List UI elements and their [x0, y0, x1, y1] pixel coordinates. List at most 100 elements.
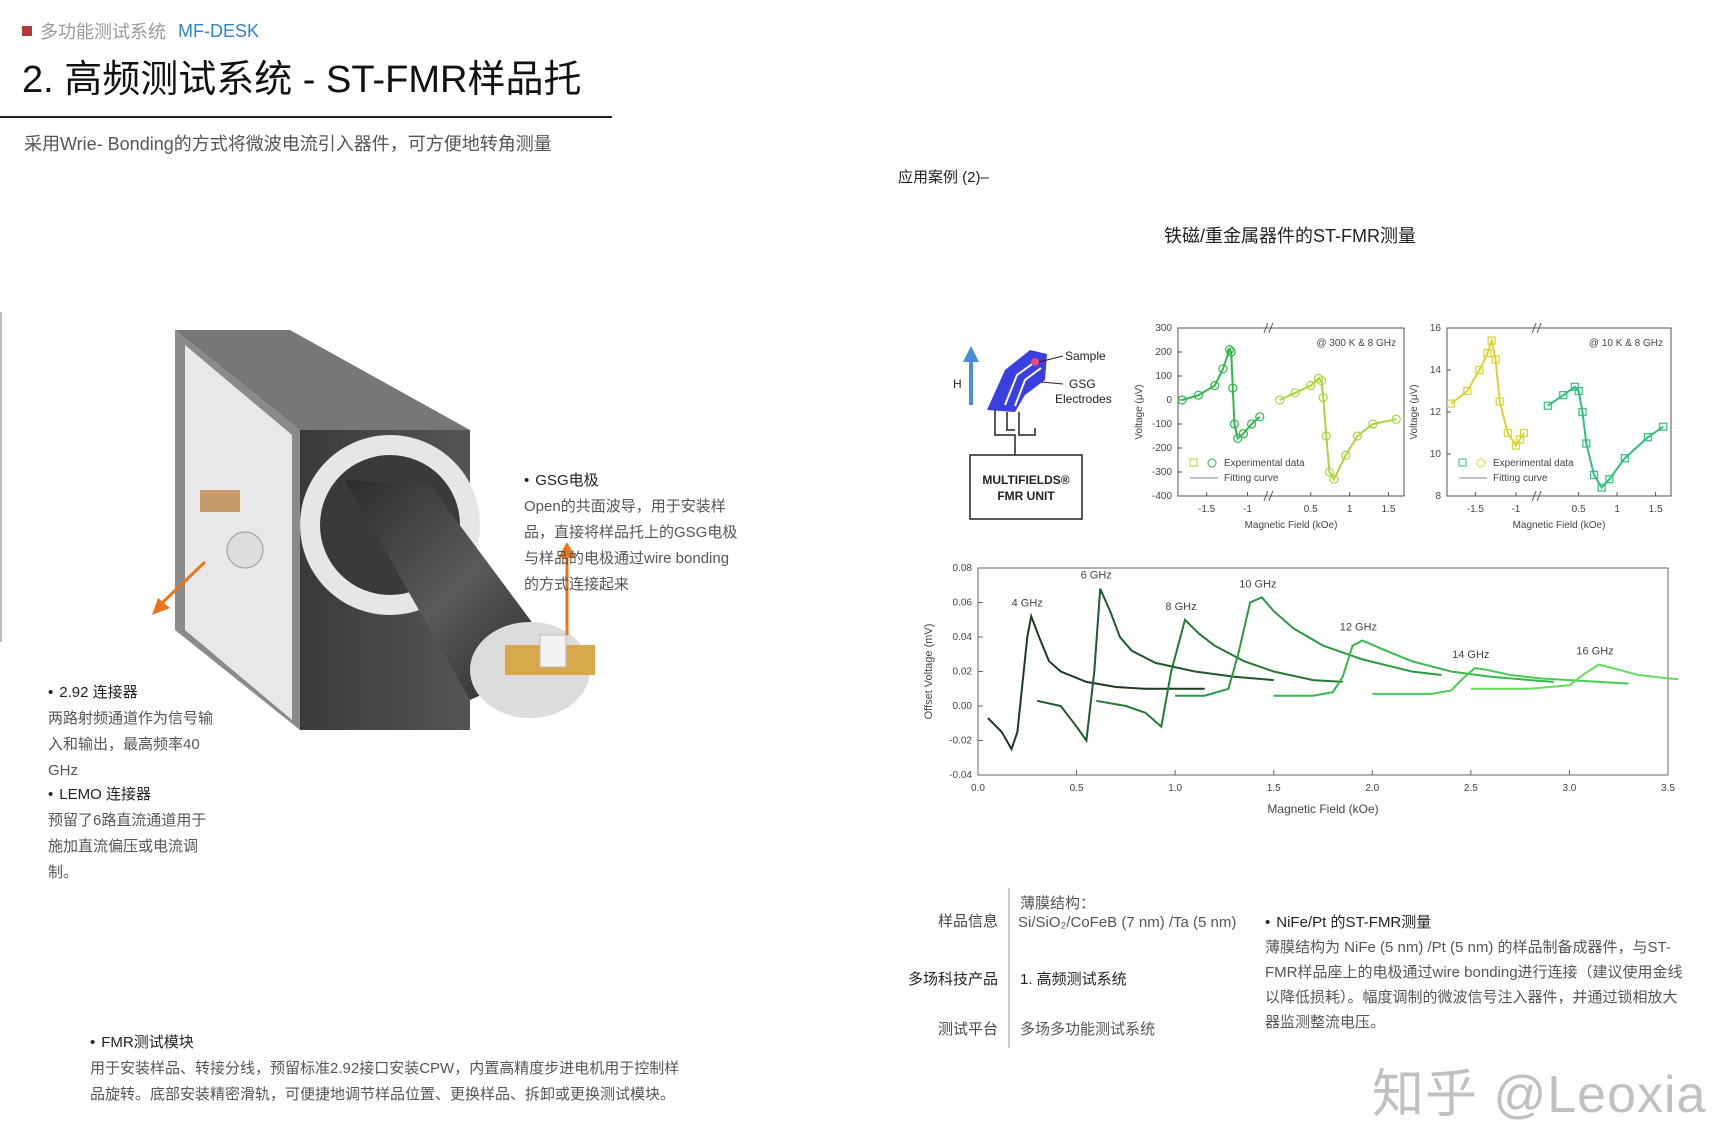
y-tick-label: 100	[1155, 371, 1172, 382]
device-shape	[987, 350, 1047, 412]
lemo-connector	[226, 531, 264, 569]
y-tick-label: 14	[1430, 365, 1442, 376]
data-point	[1352, 431, 1362, 441]
data-point	[1210, 380, 1220, 391]
data-point	[1228, 383, 1238, 393]
x-tick-label: 1.5	[1382, 504, 1396, 515]
chart-annotation: @ 10 K & 8 GHz	[1589, 338, 1663, 349]
data-point	[1275, 395, 1285, 405]
axis-break-mark	[1536, 322, 1542, 334]
data-point	[1503, 428, 1512, 438]
legend-label: Experimental data	[1224, 458, 1305, 469]
info-product-value: 1. 高频测试系统	[1020, 971, 1127, 988]
x-axis-label: Magnetic Field (kOe)	[1513, 520, 1606, 531]
gsg-arrow-head	[558, 542, 576, 558]
feature-gsg-line: 与样品的电极通过wire bonding	[524, 550, 730, 567]
data-point	[1341, 450, 1351, 460]
info-product-label: 多场科技产品	[907, 971, 998, 988]
feature-connector: •2.92 连接器 两路射频通道作为信号输 入和输出，最高频率40 GHz	[48, 680, 238, 784]
page-subtitle: 采用Wrie- Bonding的方式将微波电流引入器件，可方便地转角测量	[24, 134, 552, 154]
axis-break-mark	[1263, 490, 1269, 502]
data-point	[1247, 419, 1257, 429]
data-point	[1238, 428, 1249, 439]
axis-break-mark	[1268, 490, 1274, 502]
series-line	[1470, 663, 1678, 690]
feature-lemo-line: 制。	[48, 864, 79, 881]
data-point	[1559, 391, 1568, 400]
figure-title: 铁磁/重金属器件的ST-FMR测量	[1164, 226, 1416, 246]
feature-fmr-line: 品旋转。底部安装精密滑轨，可便捷地调节样品位置、更换样品、拆卸或更换测试模块。	[90, 1086, 676, 1103]
feature-gsg-line: Open的共面波导，用于安装样	[524, 498, 726, 515]
y-tick-label: 0	[1166, 395, 1172, 406]
y-tick-label: -100	[1152, 419, 1172, 430]
y-tick-label: 0.08	[953, 563, 973, 574]
y-tick-label: 0.06	[953, 598, 973, 609]
feature-connector-line: GHz	[48, 762, 78, 779]
series-label: 10 GHz	[1239, 578, 1276, 590]
x-tick-label: 1.5	[1267, 783, 1281, 794]
legend-label: Fitting curve	[1493, 473, 1548, 484]
data-point	[1483, 349, 1492, 358]
legend-marker	[1458, 458, 1467, 467]
wire	[1006, 412, 1015, 431]
data-point	[1491, 355, 1500, 364]
y-tick-label: 16	[1430, 323, 1442, 334]
series-label: 6 GHz	[1081, 570, 1112, 582]
x-tick-label: 3.5	[1661, 783, 1675, 794]
series-line	[1273, 639, 1554, 697]
data-point	[1329, 474, 1339, 484]
left-edge-line	[0, 312, 2, 642]
x-axis-label: Magnetic Field (kOe)	[1245, 520, 1338, 531]
nife-description: •NiFe/Pt 的ST-FMR测量 薄膜结构为 NiFe (5 nm) /Pt…	[1265, 910, 1695, 1035]
feature-fmr-title: FMR测试模块	[101, 1034, 194, 1051]
breadcrumb-brand: MF-DESK	[178, 20, 259, 41]
feature-connector-line: 入和输出，最高频率40	[48, 736, 200, 753]
connector-arrow-head	[152, 598, 170, 615]
y-tick-label: 10	[1430, 449, 1442, 460]
data-point	[1324, 467, 1334, 477]
feature-fmr-line: 用于安装样品、转接分线，预留标准2.92接口安装CPW，内置高精度步进电机用于控…	[90, 1060, 680, 1077]
data-point	[1226, 347, 1236, 357]
axis-break-mark	[1263, 322, 1269, 334]
x-tick-label: 0.5	[1304, 504, 1318, 515]
electrode-line	[1004, 361, 1036, 406]
data-point	[1317, 376, 1327, 386]
data-point	[1218, 364, 1228, 374]
nife-line: 器监测整流电压。	[1265, 1014, 1386, 1031]
x-tick-label: 1.5	[1649, 504, 1663, 515]
data-point	[1224, 345, 1235, 355]
data-point	[1487, 336, 1496, 345]
breadcrumb-text: 多功能测试系统	[40, 22, 166, 42]
x-tick-label: -1.5	[1198, 504, 1216, 515]
y-axis-label: Voltage (μV)	[1409, 384, 1420, 439]
bullet-square-icon	[22, 26, 32, 36]
wire	[1018, 412, 1036, 436]
data-point	[1313, 373, 1324, 384]
legend-label: Fitting curve	[1224, 473, 1279, 484]
data-point	[1582, 439, 1591, 448]
info-platform-label: 测试平台	[937, 1021, 998, 1038]
info-sample-value: Si/SiO₂/CoFeB (7 nm) /Ta (5 nm)	[1018, 914, 1237, 931]
feature-gsg: •GSG电极 Open的共面波导，用于安装样 品，直接将样品托上的GSG电极 与…	[524, 468, 764, 598]
series-label: 14 GHz	[1452, 649, 1489, 661]
data-point	[1643, 433, 1653, 442]
x-tick-label: -1.5	[1467, 504, 1485, 515]
x-tick-label: 0.0	[971, 783, 985, 794]
series-label: 4 GHz	[1012, 597, 1043, 609]
axis-break-mark	[1531, 322, 1537, 334]
data-point	[1578, 407, 1587, 417]
title-divider	[0, 116, 612, 118]
unit-label: MULTIFIELDS®	[982, 473, 1069, 487]
series-line	[1096, 617, 1343, 729]
fit-curve	[1279, 377, 1397, 482]
axis-break-mark	[1531, 490, 1537, 502]
gsg-label: GSG	[1069, 377, 1096, 391]
info-sample-value: 薄膜结构：	[1020, 895, 1096, 912]
y-tick-label: -300	[1152, 467, 1172, 478]
info-sample-label: 样品信息	[937, 913, 998, 930]
fmr-unit-box	[969, 454, 1083, 520]
data-point	[1589, 470, 1599, 480]
x-tick-label: 2.0	[1365, 783, 1379, 794]
x-tick-label: 1	[1347, 504, 1353, 515]
